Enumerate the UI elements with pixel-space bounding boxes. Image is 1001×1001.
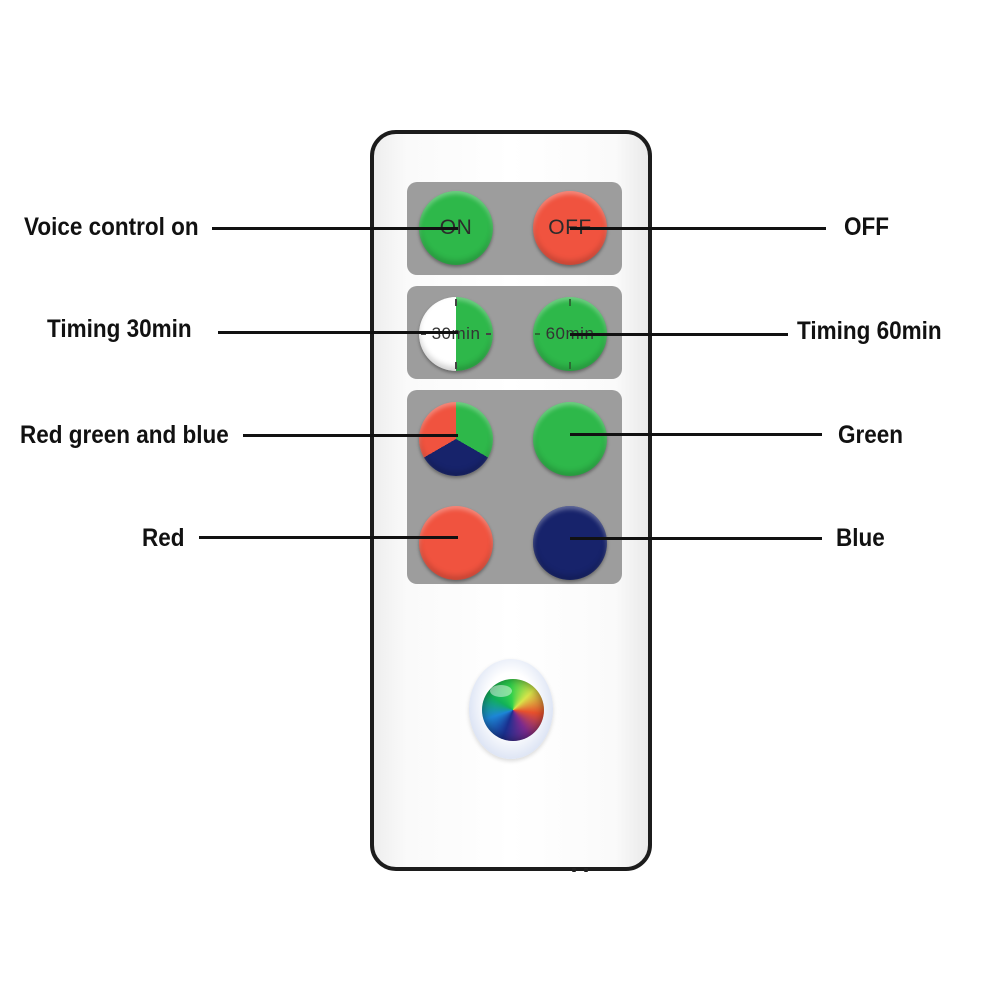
- timer-30min-button[interactable]: 30min: [419, 297, 493, 371]
- blue-button[interactable]: [533, 506, 607, 580]
- label-green: Green: [838, 421, 904, 449]
- leader-line-green: [570, 433, 822, 436]
- leader-line-off: [570, 227, 826, 230]
- timer-30min-label: 30min: [432, 324, 481, 344]
- timer-60min-label: 60min: [546, 324, 595, 344]
- ir-led-lens: [482, 679, 544, 741]
- green-button[interactable]: [533, 402, 607, 476]
- label-blue: Blue: [836, 524, 885, 552]
- leader-line-timing-60: [570, 333, 788, 336]
- leader-line-voice-on: [212, 227, 458, 230]
- lens-highlight: [490, 685, 512, 697]
- leader-line-rgb: [243, 434, 458, 437]
- leader-line-blue: [570, 537, 822, 540]
- label-red: Red: [142, 524, 185, 552]
- red-button[interactable]: [419, 506, 493, 580]
- battery-notch: [572, 868, 576, 872]
- label-timing-30min: Timing 30min: [47, 315, 192, 343]
- battery-notch: [584, 868, 588, 872]
- leader-line-red: [199, 536, 458, 539]
- remote-control: ON OFF 30min: [370, 130, 652, 872]
- label-off: OFF: [844, 213, 889, 241]
- label-red-green-blue: Red green and blue: [20, 421, 229, 449]
- label-timing-60min: Timing 60min: [797, 317, 942, 345]
- timer-dial-icon: [421, 299, 491, 369]
- rgb-cycle-button[interactable]: [419, 402, 493, 476]
- off-button-label: OFF: [548, 216, 592, 239]
- ir-sensor-window: [469, 659, 553, 759]
- label-voice-control-on: Voice control on: [24, 213, 199, 241]
- leader-line-timing-30: [218, 331, 458, 334]
- color-panel: [407, 390, 622, 584]
